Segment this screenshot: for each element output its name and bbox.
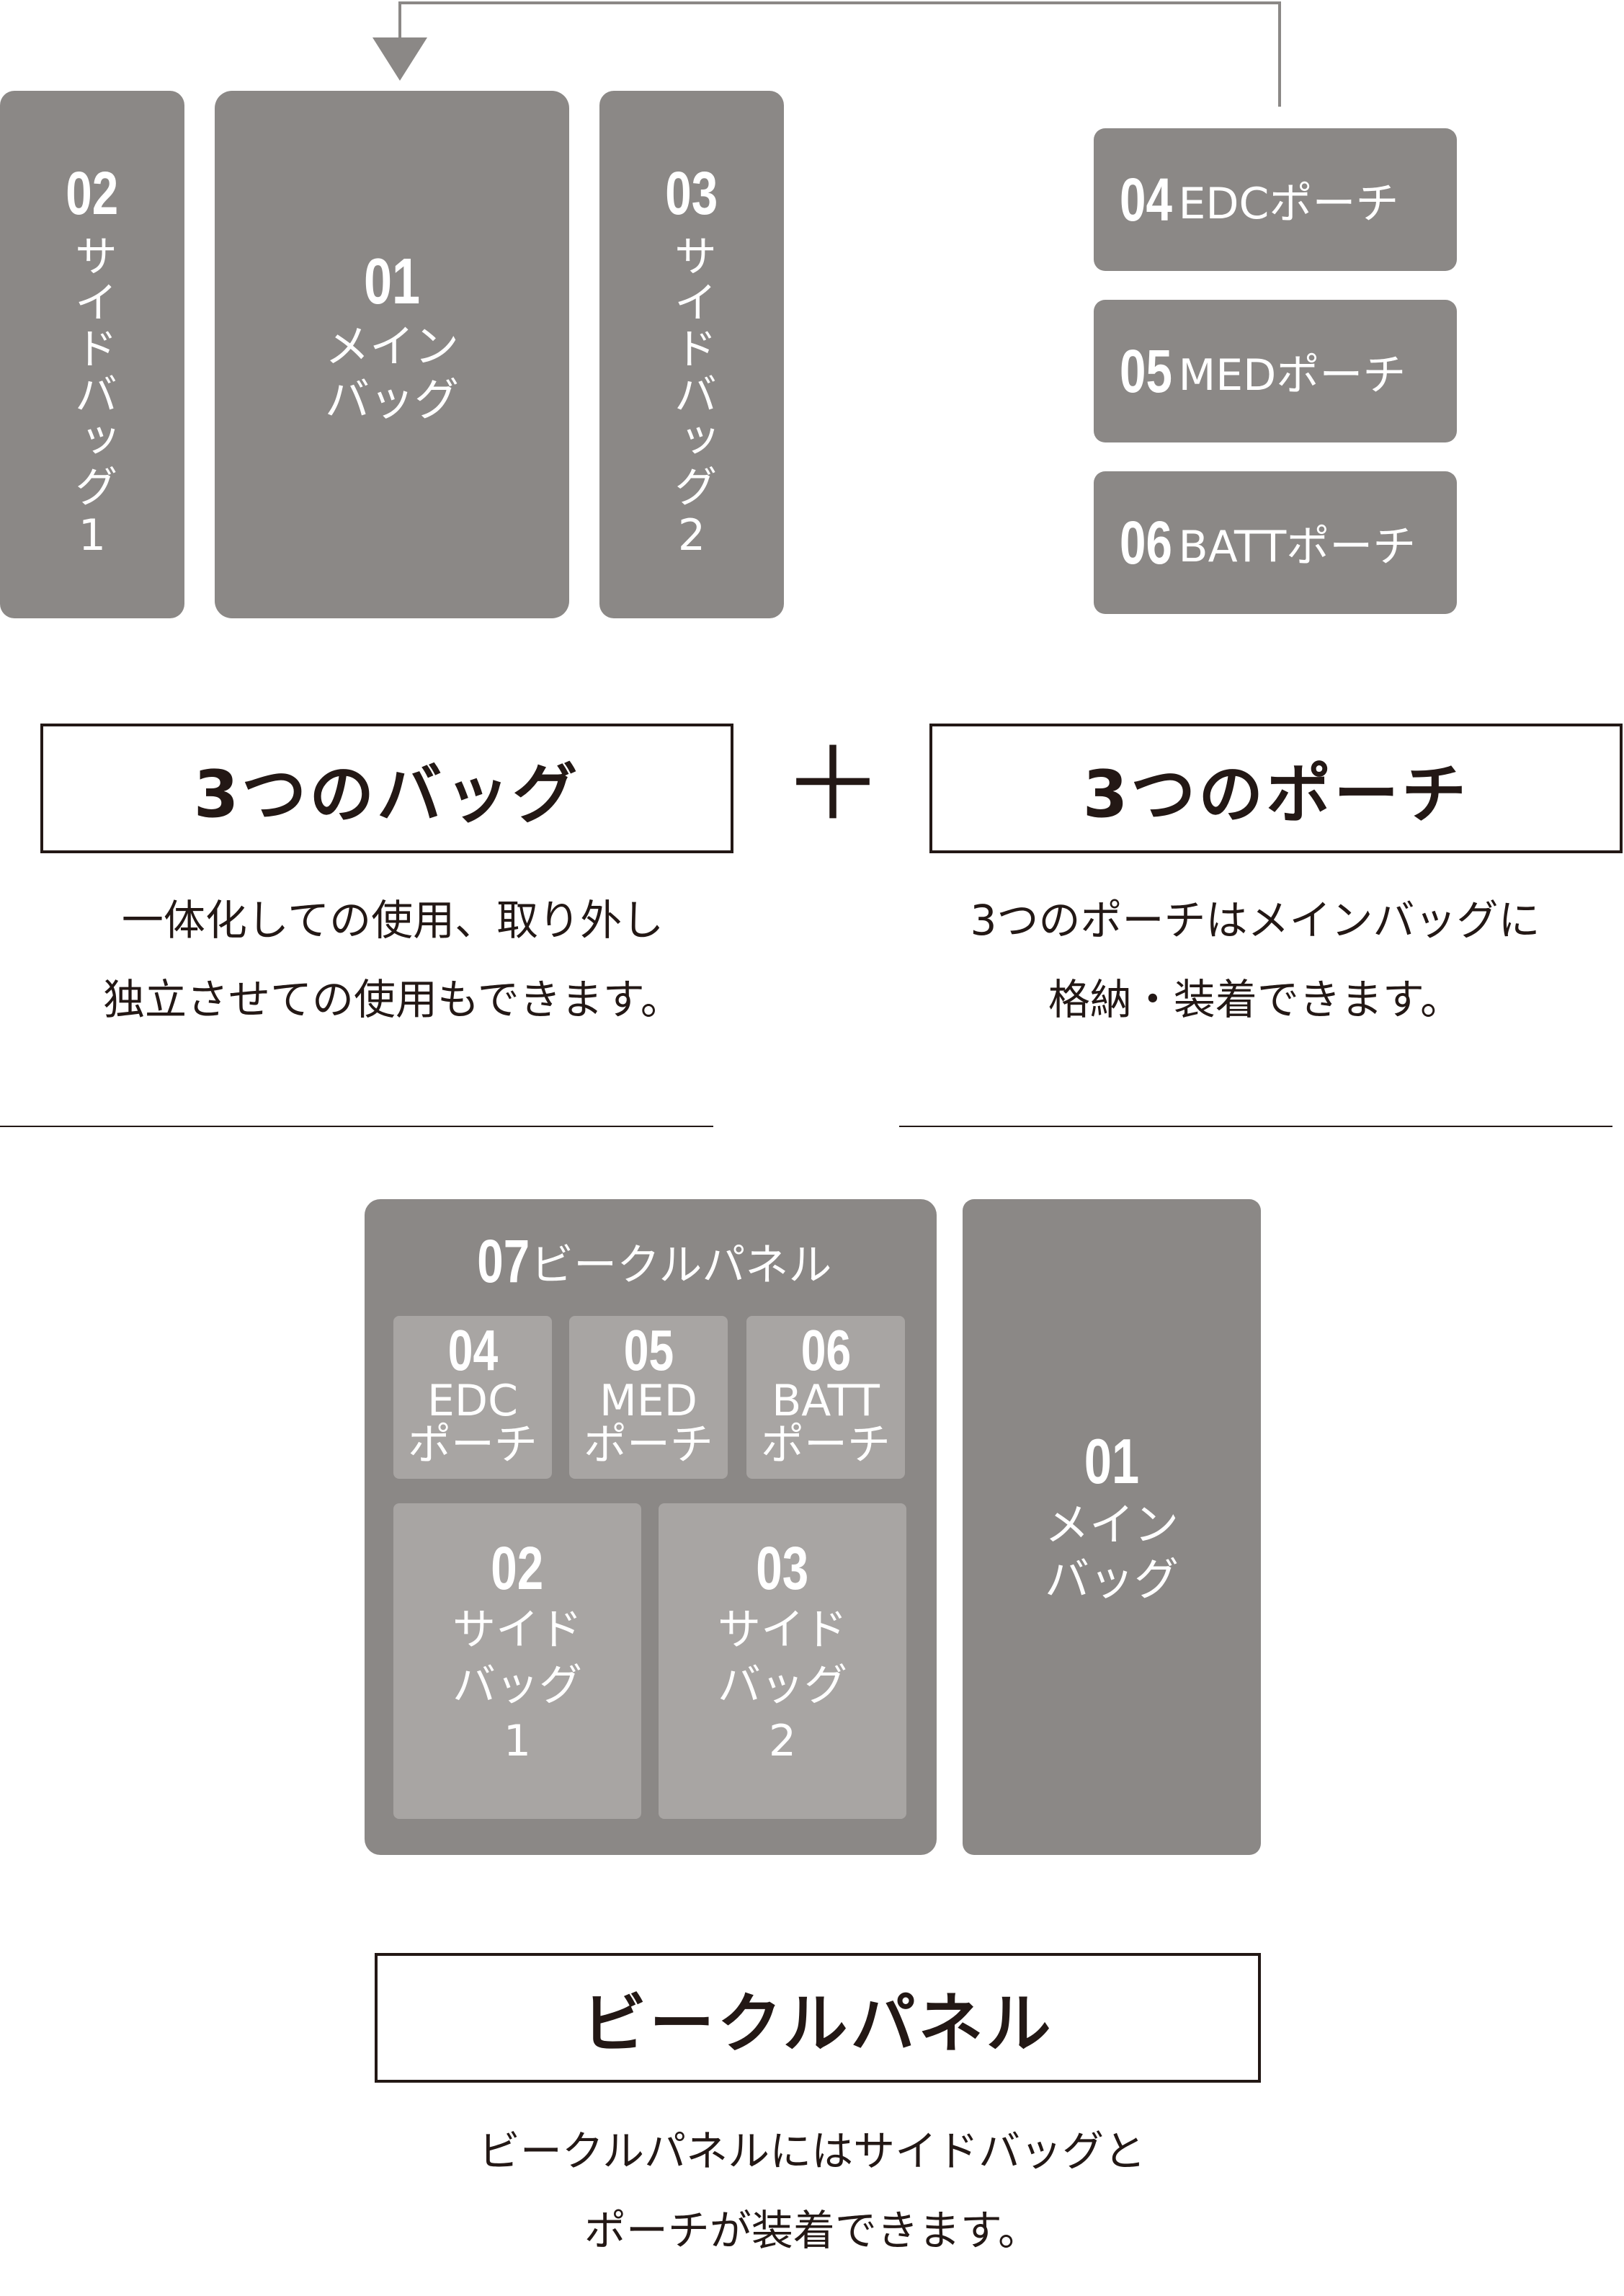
panel-description-line: ポーチが装着できます。 <box>584 2206 1040 2255</box>
vehicle-panel: 07 ビークルパネル 04 EDC ポーチ 05 MED ポーチ 06 BATT… <box>365 1199 937 1855</box>
panel-title: ビークルパネル <box>581 1986 1054 2062</box>
return-arrow-line <box>398 1 1281 107</box>
panel-pouch-edc-label: EDC ポーチ <box>408 1379 537 1467</box>
panel-pouch-edc-number: 04 <box>447 1318 498 1382</box>
vehicle-panel-number: 07 <box>476 1227 530 1295</box>
panel-side-bag-2-number: 03 <box>756 1534 809 1602</box>
main-bag-label: メイン バッグ <box>325 320 459 427</box>
side-bag-1-number: 02 <box>66 159 119 227</box>
pouch-med-number: 05 <box>1120 337 1172 405</box>
panel-pouch-med-label: MED ポーチ <box>584 1379 713 1467</box>
pouches-description-line: 格納・装着できます。 <box>1048 975 1463 1024</box>
bags-title: 3つのバッグ <box>193 757 581 832</box>
side-bag-1-label: サイドバッグ1 <box>67 233 117 564</box>
panel-side-bag-1-line: サイド <box>452 1605 582 1655</box>
pouches-title-box: 3つのポーチ <box>929 724 1623 853</box>
panel-pouch-med-line: ポーチ <box>584 1420 713 1471</box>
panel-pouch-med-number: 05 <box>623 1318 674 1382</box>
panel-description-line: ビークルパネルにはサイドバッグと <box>478 2127 1146 2176</box>
bags-description-line: 一体化しての使用、取り外し <box>121 896 664 945</box>
side-bag-1: 02 サイドバッグ1 <box>0 91 184 618</box>
panel-title-box: ビークルパネル <box>375 1953 1261 2083</box>
panel-side-bag-2-label: サイド バッグ 2 <box>718 1603 847 1768</box>
pouch-med-label: MEDポーチ <box>1178 350 1406 401</box>
divider-left <box>0 1126 713 1127</box>
side-bag-2: 03 サイドバッグ2 <box>599 91 784 618</box>
panel-pouch-edc-line: EDC <box>427 1376 518 1426</box>
side-bag-2-label: サイドバッグ2 <box>666 233 717 564</box>
vehicle-panel-header: 07 ビークルパネル <box>365 1227 937 1296</box>
pouch-edc-label: EDCポーチ <box>1178 178 1399 229</box>
panel-main-bag: 01 メイン バッグ <box>963 1199 1261 1855</box>
panel-side-bag-2-line: バッグ <box>718 1660 847 1711</box>
panel-side-bag-2-line: 2 <box>768 1715 797 1766</box>
bags-description-line: 独立させての使用もできます。 <box>103 975 682 1024</box>
panel-side-bag-1: 02 サイド バッグ 1 <box>393 1503 641 1819</box>
panel-pouch-batt: 06 BATT ポーチ <box>746 1316 905 1479</box>
arrow-head-icon <box>372 37 427 81</box>
panel-main-bag-line: メイン <box>1044 1498 1179 1551</box>
panel-pouch-med: 05 MED ポーチ <box>569 1316 728 1479</box>
panel-main-bag-line: バッグ <box>1044 1552 1179 1606</box>
main-bag-label-line: バッグ <box>324 373 459 427</box>
pouches-title: 3つのポーチ <box>1082 757 1470 832</box>
panel-pouch-batt-line: BATT <box>772 1376 880 1426</box>
panel-pouch-batt-number: 06 <box>800 1318 851 1382</box>
bags-description: 一体化しての使用、取り外し 独立させての使用もできます。 <box>0 881 785 1039</box>
return-arrow <box>372 1 1281 107</box>
main-bag-label-line: メイン <box>324 320 459 373</box>
panel-pouch-edc: 04 EDC ポーチ <box>393 1316 552 1479</box>
bags-title-box: 3つのバッグ <box>40 724 733 853</box>
pouches-description: 3つのポーチはメインバッグに 格納・装着できます。 <box>886 881 1624 1039</box>
panel-description: ビークルパネルにはサイドバッグと ポーチが装着できます。 <box>0 2112 1624 2270</box>
vehicle-panel-label: ビークルパネル <box>530 1240 832 1291</box>
pouch-batt-number: 06 <box>1120 508 1172 577</box>
panel-side-bag-1-number: 02 <box>491 1534 544 1602</box>
panel-side-bag-1-line: バッグ <box>452 1660 582 1711</box>
panel-side-bag-2-line: サイド <box>718 1605 847 1655</box>
panel-pouch-batt-label: BATT ポーチ <box>761 1379 891 1467</box>
pouches-description-line: 3つのポーチはメインバッグに <box>970 896 1540 945</box>
pouch-edc: 04 EDCポーチ <box>1094 128 1457 271</box>
plus-sign: ＋ <box>782 726 884 844</box>
side-bag-2-number: 03 <box>665 159 718 227</box>
panel-pouch-batt-line: ポーチ <box>761 1420 891 1471</box>
pouch-batt: 06 BATTポーチ <box>1094 471 1457 614</box>
pouch-med: 05 MEDポーチ <box>1094 300 1457 442</box>
panel-side-bag-1-line: 1 <box>503 1715 532 1766</box>
panel-pouch-edc-line: ポーチ <box>408 1420 537 1471</box>
divider-right <box>899 1126 1612 1127</box>
main-bag: 01 メイン バッグ <box>215 91 569 618</box>
main-bag-number: 01 <box>363 246 421 318</box>
panel-side-bag-2: 03 サイド バッグ 2 <box>659 1503 906 1819</box>
panel-main-bag-label: メイン バッグ <box>1045 1498 1179 1606</box>
panel-main-bag-number: 01 <box>1084 1425 1140 1497</box>
panel-side-bag-1-label: サイド バッグ 1 <box>452 1603 582 1768</box>
pouch-edc-number: 04 <box>1120 165 1172 233</box>
panel-pouch-med-line: MED <box>599 1376 697 1426</box>
pouch-batt-label: BATTポーチ <box>1178 521 1416 572</box>
